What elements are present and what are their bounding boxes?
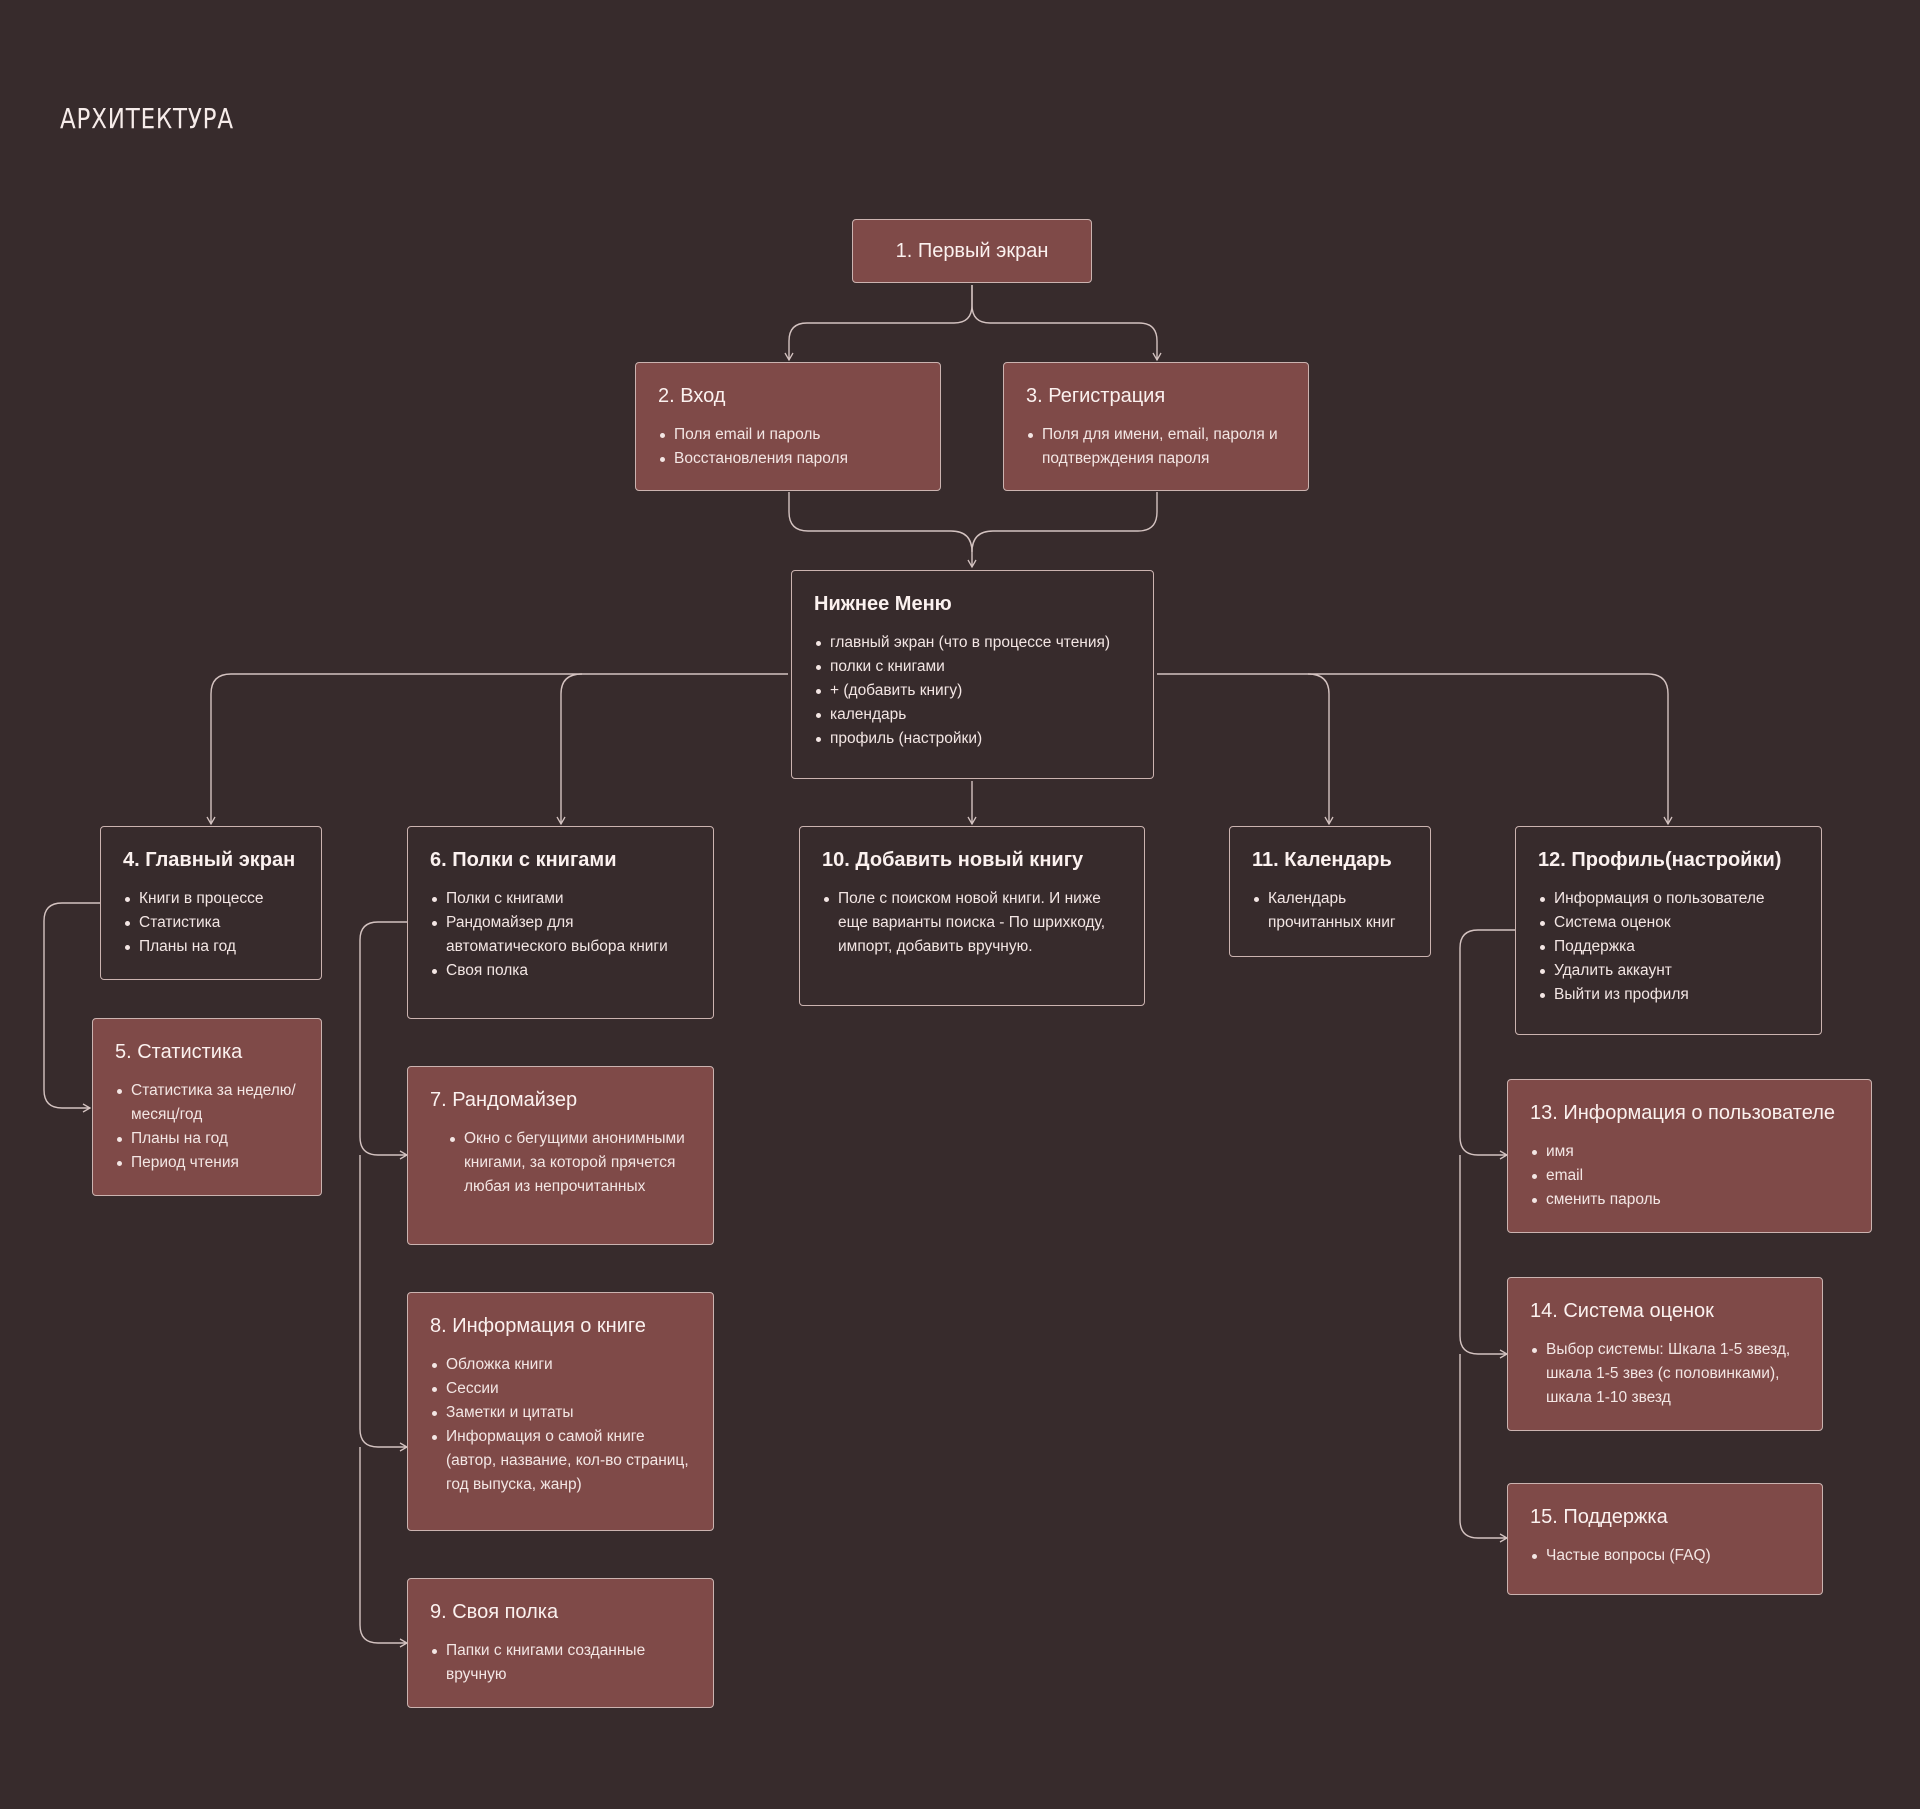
bullet-item: Выбор системы: Шкала 1-5 звезд, шкала 1-… (1530, 1338, 1800, 1410)
node-bookshelves: 6. Полки с книгами Полки с книгами Рандо… (407, 826, 714, 1019)
node-title: 13. Информация о пользователе (1530, 1102, 1835, 1124)
node-title: Нижнее Меню (814, 593, 952, 615)
node-user-info: 13. Информация о пользователе имя email … (1507, 1079, 1872, 1233)
node-title: 14. Система оценок (1530, 1300, 1714, 1322)
bullet-item: Окно с бегущими анонимными книгами, за к… (448, 1127, 691, 1199)
edge-menu-6 (556, 673, 583, 826)
edge-6-7 (359, 921, 409, 1160)
node-first-screen: 1. Первый экран (852, 219, 1092, 283)
edge-6-8 (359, 1155, 409, 1452)
bullet-item: профиль (настройки) (814, 727, 1131, 751)
bullet-item: Статистика (123, 911, 299, 935)
bullet-item: Календарь прочитанных книг (1252, 887, 1408, 935)
node-title: 4. Главный экран (123, 849, 296, 871)
bullet-item: Сессии (430, 1377, 691, 1401)
node-title: 8. Информация о книге (430, 1315, 646, 1337)
node-login: 2. Вход Поля email и пароль Восстановлен… (635, 362, 941, 491)
edge-12-13 (1459, 929, 1515, 1160)
node-support: 15. Поддержка Частые вопросы (FAQ) (1507, 1483, 1823, 1595)
bullet-list: Поля для имени, email, пароля и подтверж… (1026, 423, 1286, 471)
bullet-list: имя email сменить пароль (1530, 1140, 1849, 1212)
bullet-item: email (1530, 1164, 1849, 1188)
bullet-list: Обложка книги Сессии Заметки и цитаты Ин… (430, 1353, 691, 1497)
node-main-screen: 4. Главный экран Книги в процессе Статис… (100, 826, 322, 980)
node-book-info: 8. Информация о книге Обложка книги Сесс… (407, 1292, 714, 1531)
bullet-item: Рандомайзер для автоматического выбора к… (430, 911, 691, 959)
node-title: 10. Добавить новый книгу (822, 849, 1084, 871)
bullet-item: Частые вопросы (FAQ) (1530, 1544, 1800, 1568)
node-title: 15. Поддержка (1530, 1506, 1668, 1528)
edge-12-14 (1459, 1155, 1509, 1359)
node-bottom-menu: Нижнее Меню главный экран (что в процесс… (791, 570, 1154, 779)
bullet-list: Папки с книгами созданные вручную (430, 1639, 691, 1687)
bullet-list: Информация о пользователе Система оценок… (1538, 887, 1799, 1007)
bullet-list: Поля email и пароль Восстановления парол… (658, 423, 918, 471)
edge-12-15 (1459, 1354, 1509, 1543)
bullet-item: Информация о самой книге (автор, названи… (430, 1425, 691, 1497)
bullet-item: Планы на год (123, 935, 299, 959)
bullet-list: Окно с бегущими анонимными книгами, за к… (430, 1127, 691, 1199)
node-rating-system: 14. Система оценок Выбор системы: Шкала … (1507, 1277, 1823, 1431)
node-statistics: 5. Статистика Статистика за неделю/месяц… (92, 1018, 322, 1196)
bullet-item: Обложка книги (430, 1353, 691, 1377)
bullet-item: Поля для имени, email, пароля и подтверж… (1026, 423, 1286, 471)
node-title: 11. Календарь (1252, 849, 1392, 871)
bullet-list: Поле с поиском новой книги. И ниже еще в… (822, 887, 1122, 959)
node-randomizer: 7. Рандомайзер Окно с бегущими анонимным… (407, 1066, 714, 1245)
node-registration: 3. Регистрация Поля для имени, email, па… (1003, 362, 1309, 491)
bullet-item: имя (1530, 1140, 1849, 1164)
bullet-item: Своя полка (430, 959, 691, 983)
node-title: 1. Первый экран (895, 240, 1049, 262)
node-profile: 12. Профиль(настройки) Информация о поль… (1515, 826, 1822, 1035)
edge-menu-11 (1307, 673, 1334, 826)
bullet-item: Статистика за неделю/месяц/год (115, 1079, 299, 1127)
node-title: 9. Своя полка (430, 1601, 559, 1623)
node-calendar: 11. Календарь Календарь прочитанных книг (1229, 826, 1431, 957)
edge-6-9 (359, 1447, 409, 1648)
bullet-item: Поле с поиском новой книги. И ниже еще в… (822, 887, 1122, 959)
bullet-item: главный экран (что в процессе чтения) (814, 631, 1131, 655)
edge-4-5 (43, 902, 100, 1113)
bullet-list: Выбор системы: Шкала 1-5 звезд, шкала 1-… (1530, 1338, 1800, 1410)
edge-1-2 (784, 285, 973, 362)
bullet-list: главный экран (что в процессе чтения) по… (814, 631, 1131, 751)
page-title: АРХИТЕКТУРА (60, 102, 234, 135)
edge-1-3 (971, 285, 1162, 362)
node-title: 3. Регистрация (1026, 385, 1166, 407)
bullet-item: Полки с книгами (430, 887, 691, 911)
node-title: 2. Вход (658, 385, 726, 407)
bullet-item: Поддержка (1538, 935, 1799, 959)
bullet-list: Статистика за неделю/месяц/год Планы на … (115, 1079, 299, 1175)
bullet-list: Частые вопросы (FAQ) (1530, 1544, 1800, 1568)
node-title: 5. Статистика (115, 1041, 243, 1063)
node-title: 12. Профиль(настройки) (1538, 849, 1782, 871)
bullet-item: сменить пароль (1530, 1188, 1849, 1212)
edge-menu-4 (206, 673, 788, 826)
bullet-item: календарь (814, 703, 1131, 727)
bullet-item: Планы на год (115, 1127, 299, 1151)
bullet-list: Календарь прочитанных книг (1252, 887, 1408, 935)
bullet-item: Удалить аккаунт (1538, 959, 1799, 983)
node-add-book: 10. Добавить новый книгу Поле с поиском … (799, 826, 1145, 1006)
node-title: 6. Полки с книгами (430, 849, 617, 871)
edge-2-menu (788, 492, 973, 553)
bullet-item: Поля email и пароль (658, 423, 918, 447)
bullet-item: + (добавить книгу) (814, 679, 1131, 703)
edge-3-menu (967, 492, 1158, 569)
bullet-item: Информация о пользователе (1538, 887, 1799, 911)
bullet-item: Выйти из профиля (1538, 983, 1799, 1007)
bullet-item: Период чтения (115, 1151, 299, 1175)
bullet-list: Полки с книгами Рандомайзер для автомати… (430, 887, 691, 983)
bullet-item: полки с книгами (814, 655, 1131, 679)
bullet-item: Восстановления пароля (658, 447, 918, 471)
bullet-item: Система оценок (1538, 911, 1799, 935)
bullet-item: Папки с книгами созданные вручную (430, 1639, 691, 1687)
node-title: 7. Рандомайзер (430, 1089, 578, 1111)
edge-menu-12 (1157, 673, 1673, 826)
bullet-item: Книги в процессе (123, 887, 299, 911)
node-own-shelf: 9. Своя полка Папки с книгами созданные … (407, 1578, 714, 1708)
bullet-item: Заметки и цитаты (430, 1401, 691, 1425)
bullet-list: Книги в процессе Статистика Планы на год (123, 887, 299, 959)
